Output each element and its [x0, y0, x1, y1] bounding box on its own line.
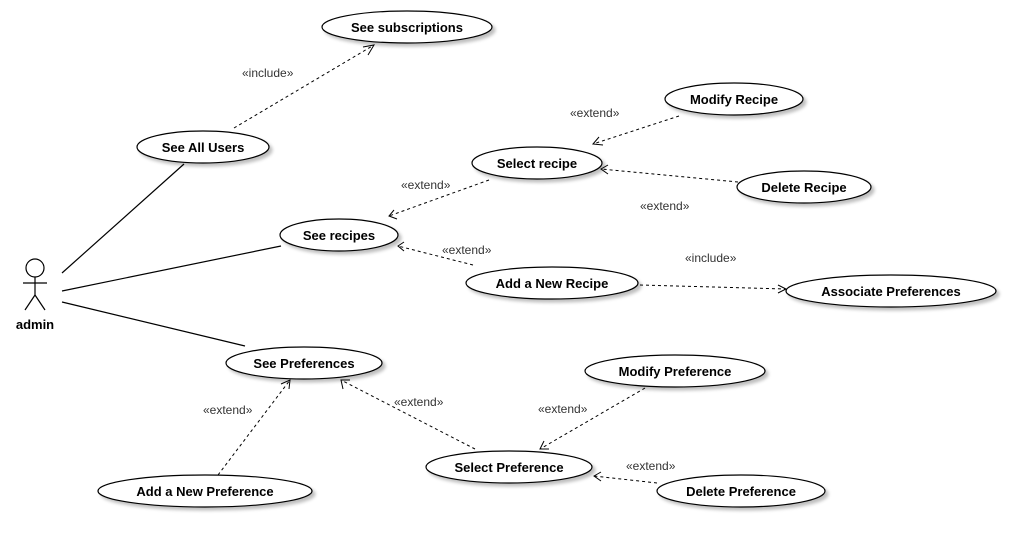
arrowheads [280, 44, 788, 482]
label-include-subscriptions: «include» [242, 66, 294, 80]
actor-leg-right [34, 294, 46, 311]
use-case-ellipse [656, 474, 826, 508]
dep-extend-modify-preference [539, 387, 646, 450]
use-case-ellipse [471, 146, 603, 180]
use-case-ellipse [321, 10, 493, 44]
use-case-delete-preference[interactable]: Delete Preference [656, 474, 826, 508]
use-case-see-recipes[interactable]: See recipes [279, 218, 399, 252]
use-case-ellipse [584, 354, 766, 388]
actor-admin[interactable]: admin [16, 258, 54, 332]
use-case-see-all-users[interactable]: See All Users [136, 130, 270, 164]
actor-leg-left [24, 294, 36, 311]
use-case-label: See recipes [303, 228, 375, 243]
use-case-modify-recipe[interactable]: Modify Recipe [664, 82, 804, 116]
arrowhead-select-recipe-modify [591, 136, 604, 146]
use-case-delete-recipe[interactable]: Delete Recipe [736, 170, 872, 204]
label-extend-delete-preference: «extend» [626, 459, 676, 473]
use-case-select-preference[interactable]: Select Preference [425, 450, 593, 484]
use-case-ellipse [225, 346, 383, 380]
use-case-modify-preference[interactable]: Modify Preference [584, 354, 766, 388]
use-case-label: Add a New Recipe [496, 276, 609, 291]
use-case-label: Add a New Preference [136, 484, 273, 499]
arrowhead-see-recipes-add [397, 241, 405, 252]
use-case-ellipse [785, 274, 997, 308]
dep-extend-add-preference [217, 379, 291, 476]
association-see-recipes [61, 245, 282, 292]
dep-extend-add-recipe [397, 245, 474, 266]
label-extend-modify-preference: «extend» [538, 402, 588, 416]
use-case-label: Modify Preference [619, 364, 732, 379]
label-extend-add-preference: «extend» [203, 403, 253, 417]
arrowhead-see-pref-select [340, 379, 350, 390]
dep-extend-delete-recipe [600, 168, 739, 183]
use-case-label: See Preferences [253, 356, 354, 371]
arrowhead-see-recipes-select [388, 209, 398, 220]
use-case-label: See All Users [162, 140, 245, 155]
arrowhead-associate [777, 284, 788, 294]
use-case-label: Delete Recipe [761, 180, 846, 195]
use-case-ellipse [425, 450, 593, 484]
use-case-see-subscriptions[interactable]: See subscriptions [321, 10, 493, 44]
actor-label: admin [16, 317, 54, 332]
use-case-ellipse [97, 474, 313, 508]
arrowhead-subscriptions [362, 44, 375, 56]
use-case-see-preferences[interactable]: See Preferences [225, 346, 383, 380]
use-case-label: Modify Recipe [690, 92, 778, 107]
use-case-add-new-recipe[interactable]: Add a New Recipe [465, 266, 639, 300]
label-include-associate: «include» [685, 251, 737, 265]
label-extend-select-preference: «extend» [394, 395, 444, 409]
actor-head [25, 258, 45, 278]
use-case-ellipse [136, 130, 270, 164]
dep-extend-delete-preference [593, 475, 658, 484]
use-case-label: Select recipe [497, 156, 577, 171]
use-case-ellipse [736, 170, 872, 204]
use-case-label: Associate Preferences [821, 284, 960, 299]
dependency-lines [217, 44, 787, 484]
use-case-label: See subscriptions [351, 20, 463, 35]
arrowhead-see-pref-add [280, 379, 291, 390]
use-case-add-new-preference[interactable]: Add a New Preference [97, 474, 313, 508]
label-extend-add-recipe: «extend» [442, 243, 492, 257]
arrowhead-select-pref-modify [539, 440, 549, 450]
use-case-ellipse [279, 218, 399, 252]
use-case-select-recipe[interactable]: Select recipe [471, 146, 603, 180]
use-case-label: Select Preference [454, 460, 563, 475]
association-see-preferences [61, 301, 246, 347]
use-case-ellipse [465, 266, 639, 300]
use-case-associate-preferences[interactable]: Associate Preferences [785, 274, 997, 308]
arrowhead-select-recipe-delete [600, 164, 609, 175]
label-extend-modify-recipe: «extend» [570, 106, 620, 120]
dep-extend-modify-recipe [592, 115, 680, 145]
label-extend-select-recipe: «extend» [401, 178, 451, 192]
dep-include-subscriptions [233, 44, 375, 129]
arrowhead-select-pref-delete [593, 471, 602, 482]
use-case-label: Delete Preference [686, 484, 796, 499]
label-extend-delete-recipe: «extend» [640, 199, 690, 213]
dep-extend-select-preference [340, 379, 476, 450]
use-case-ellipse [664, 82, 804, 116]
association-see-all-users [61, 163, 185, 274]
dep-include-associate [639, 284, 787, 290]
